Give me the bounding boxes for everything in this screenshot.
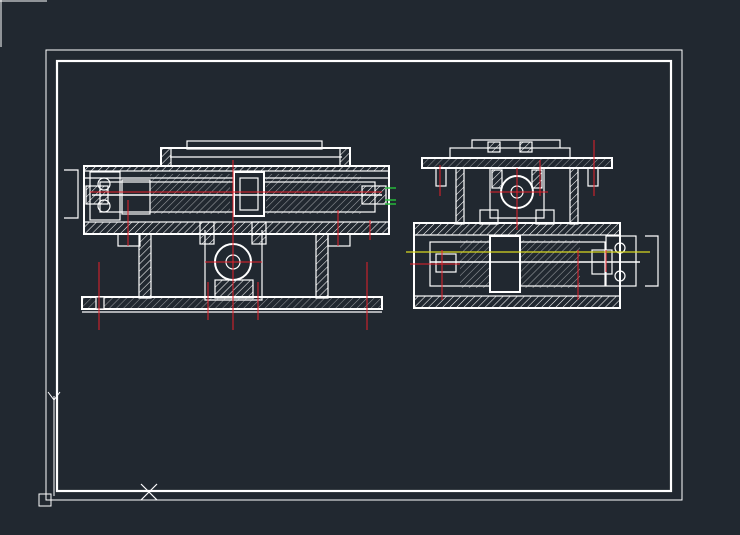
- front-left-bracket: [64, 169, 121, 221]
- ucs-icon: [38, 391, 61, 507]
- sheet-border: [45, 49, 683, 501]
- viewport-corner: [0, 0, 47, 47]
- front-legs: [117, 233, 351, 299]
- front-lead-screw: [85, 171, 387, 217]
- side-right-bracket: [605, 235, 659, 287]
- front-green-marks: [385, 187, 396, 205]
- front-gearbox: [199, 221, 267, 301]
- side-view[interactable]: [406, 139, 659, 309]
- front-view[interactable]: [64, 140, 396, 313]
- side-centerlines: [410, 140, 607, 300]
- front-centerlines: [90, 160, 382, 330]
- crosshair-icon: [140, 483, 158, 501]
- front-top-plate: [160, 140, 351, 167]
- front-housing: [83, 165, 390, 235]
- side-lead-screw: [429, 235, 640, 293]
- front-base-plate: [81, 296, 383, 313]
